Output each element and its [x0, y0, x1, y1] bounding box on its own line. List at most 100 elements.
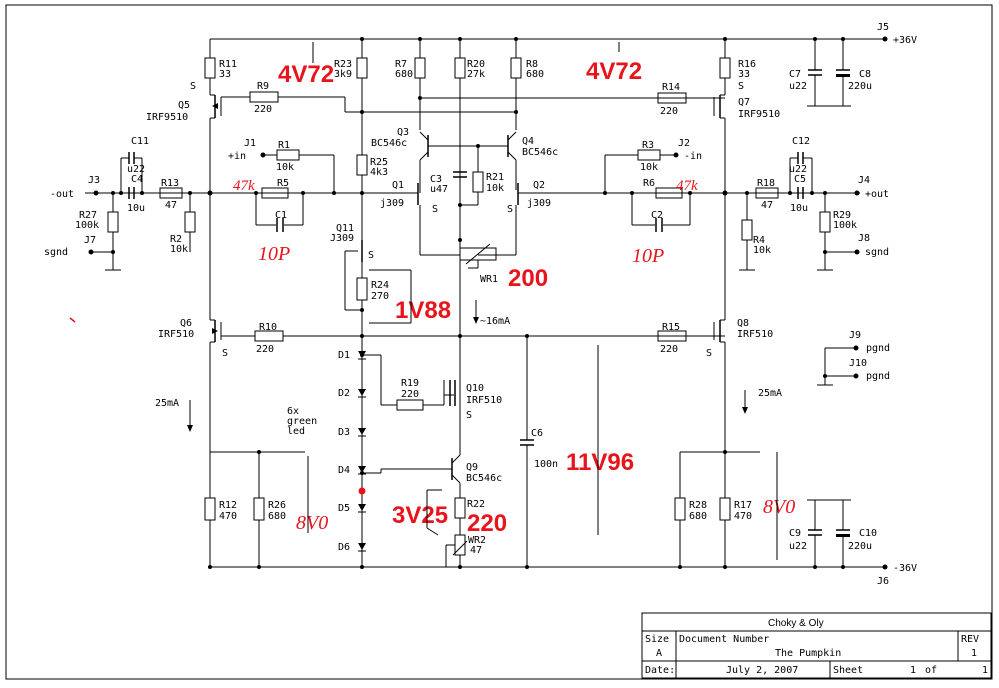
label-components-r15-ref: R15	[662, 322, 680, 333]
label-title_block-rev_label: REV	[961, 634, 979, 645]
label-components-c7-ref: C7	[789, 69, 801, 80]
label-components-c6-ref: C6	[531, 428, 543, 439]
j7-ref: J7	[84, 235, 96, 246]
label-components-c4-ref: C4	[131, 174, 143, 185]
j10-ref: J10	[849, 358, 867, 369]
label-notes-current_center: ~16mA	[480, 316, 510, 327]
label-title_block-rev_value: 1	[971, 648, 977, 659]
left-input-network	[88, 149, 335, 271]
label-components-r4-ref: R4	[753, 235, 765, 246]
label-components-q7-value: IRF9510	[738, 109, 780, 120]
label-components-r27-value: 100k	[75, 220, 99, 231]
label-annotations-v_r24: 1V88	[395, 297, 451, 324]
label-components-c8-ref: C8	[859, 69, 871, 80]
label-diodes-1: D2	[338, 388, 350, 399]
label-components-r25-value: 4k3	[370, 167, 388, 178]
label-components-q3-value: BC546c	[371, 138, 407, 149]
label-components-c12-value: u22	[789, 164, 807, 175]
label-components-q4-ref: Q4	[522, 136, 534, 147]
decoupling	[807, 37, 851, 569]
title-block: Choky & Oly Size A Document Number The P…	[5, 4, 993, 680]
label-components-r11-value: 33	[219, 69, 231, 80]
label-components-wr2-value: 47	[470, 545, 482, 556]
j7-label: sgnd	[44, 247, 68, 258]
label-annotations-v_d5: 3V25	[392, 502, 448, 529]
label-diodes-0: D1	[338, 350, 350, 361]
label-components-q6-value: IRF510	[158, 329, 194, 340]
label-annotations-c1_hand: 10P	[258, 243, 290, 265]
label-components-r28-ref: R28	[689, 500, 707, 511]
label-notes-leds_line3: led	[287, 426, 305, 437]
label-components-wr1-ref: WR1	[480, 274, 498, 285]
label-pin_label: S	[222, 348, 228, 359]
label-components-r17-value: 470	[734, 511, 752, 522]
left-output-stage	[85, 39, 362, 569]
label-components-q11-value: J309	[330, 233, 354, 244]
document-title: The Pumpkin	[775, 648, 841, 659]
annotation-voltage: 4V72	[278, 61, 334, 88]
label-components-r23-ref: R23	[334, 59, 352, 70]
label-components-r12-value: 470	[219, 511, 237, 522]
label-components-r26-ref: R26	[268, 500, 286, 511]
label-components-q1-ref: Q1	[392, 180, 404, 191]
label-components-r20-value: 27k	[467, 69, 485, 80]
label-components-q11-ref: Q11	[336, 223, 354, 234]
label-annotations-v_left_bottom: 8V0	[296, 512, 328, 534]
label-components-c9-value: u22	[789, 541, 807, 552]
label-components-r26-value: 680	[268, 511, 286, 522]
label-components-c2-ref: C2	[651, 210, 663, 221]
j10-label: pgnd	[866, 371, 890, 382]
label-components-c10-value: 220u	[848, 541, 872, 552]
label-components-r16-ref: R16	[738, 59, 756, 70]
label-components-r9-ref: R9	[257, 81, 269, 92]
label-components-r6-ref: R6	[643, 178, 655, 189]
led-string	[358, 351, 366, 552]
label-components-r28-value: 680	[689, 511, 707, 522]
label-components-r19-ref: R19	[401, 378, 419, 389]
label-components-r21-value: 10k	[486, 183, 504, 194]
label-components-r24-value: 270	[371, 291, 389, 302]
label-components-r17-ref: R17	[734, 500, 752, 511]
label-components-r29-ref: R29	[833, 210, 851, 221]
label-components-r8-ref: R8	[526, 59, 538, 70]
label-components-r23-value: 3k9	[334, 69, 352, 80]
label-components-c5-value: 10u	[790, 203, 808, 214]
label-components-c7-value: u22	[789, 81, 807, 92]
label-components-q3-ref: Q3	[397, 127, 409, 138]
label-pin_label: S	[368, 250, 374, 261]
label-annotations-r5_hand: 47k	[233, 178, 255, 194]
label-components-r19-value: 220	[401, 389, 419, 400]
label-components-r1-ref: R1	[278, 140, 290, 151]
label-notes-current_left: 25mA	[155, 398, 179, 409]
label-components-wr2-ref: WR2	[468, 535, 486, 546]
label-annotations-wr1_hand: 200	[508, 265, 548, 292]
label-components-r2-ref: R2	[170, 234, 182, 245]
label-components-r14-value: 220	[660, 106, 678, 117]
label-components-r15-value: 220	[660, 344, 678, 355]
label-components-r11-ref: R11	[219, 59, 237, 70]
labels: J5 +36V J6 -36V J1 +in J2 -in J3 -out J4…	[44, 22, 917, 587]
label-components-r3-value: 10k	[640, 162, 658, 173]
label-annotations-v_right_bottom: 8V0	[763, 496, 795, 518]
label-components-q10-value: IRF510	[466, 395, 502, 406]
j9-ref: J9	[849, 330, 861, 341]
label-title_block-sheet_of: of	[925, 665, 937, 676]
label-components-q10-ref: Q10	[466, 383, 484, 394]
annotation-voltage: 4V72	[586, 58, 642, 85]
company-name: Choky & Oly	[768, 618, 824, 629]
label-components-c4-value: 10u	[127, 203, 145, 214]
label-components-r21-ref: R21	[486, 172, 504, 183]
j1-ref: J1	[244, 138, 256, 149]
label-components-r1-value: 10k	[276, 162, 294, 173]
label-components-r27-ref: R27	[79, 210, 97, 221]
label-components-r7-value: 680	[395, 69, 413, 80]
label-components-q9-value: BC546c	[466, 473, 502, 484]
j1-label: +in	[228, 151, 246, 162]
right-output-stage	[603, 37, 860, 569]
label-pin_label: S	[190, 81, 196, 92]
label-notes-current_right: 25mA	[758, 388, 782, 399]
label-pin_label: S	[507, 204, 513, 215]
label-components-q5-value: IRF9510	[146, 112, 188, 123]
label-title_block-sheet_value: 1	[910, 665, 916, 676]
label-title_block-docnum_label: Document Number	[679, 634, 769, 645]
